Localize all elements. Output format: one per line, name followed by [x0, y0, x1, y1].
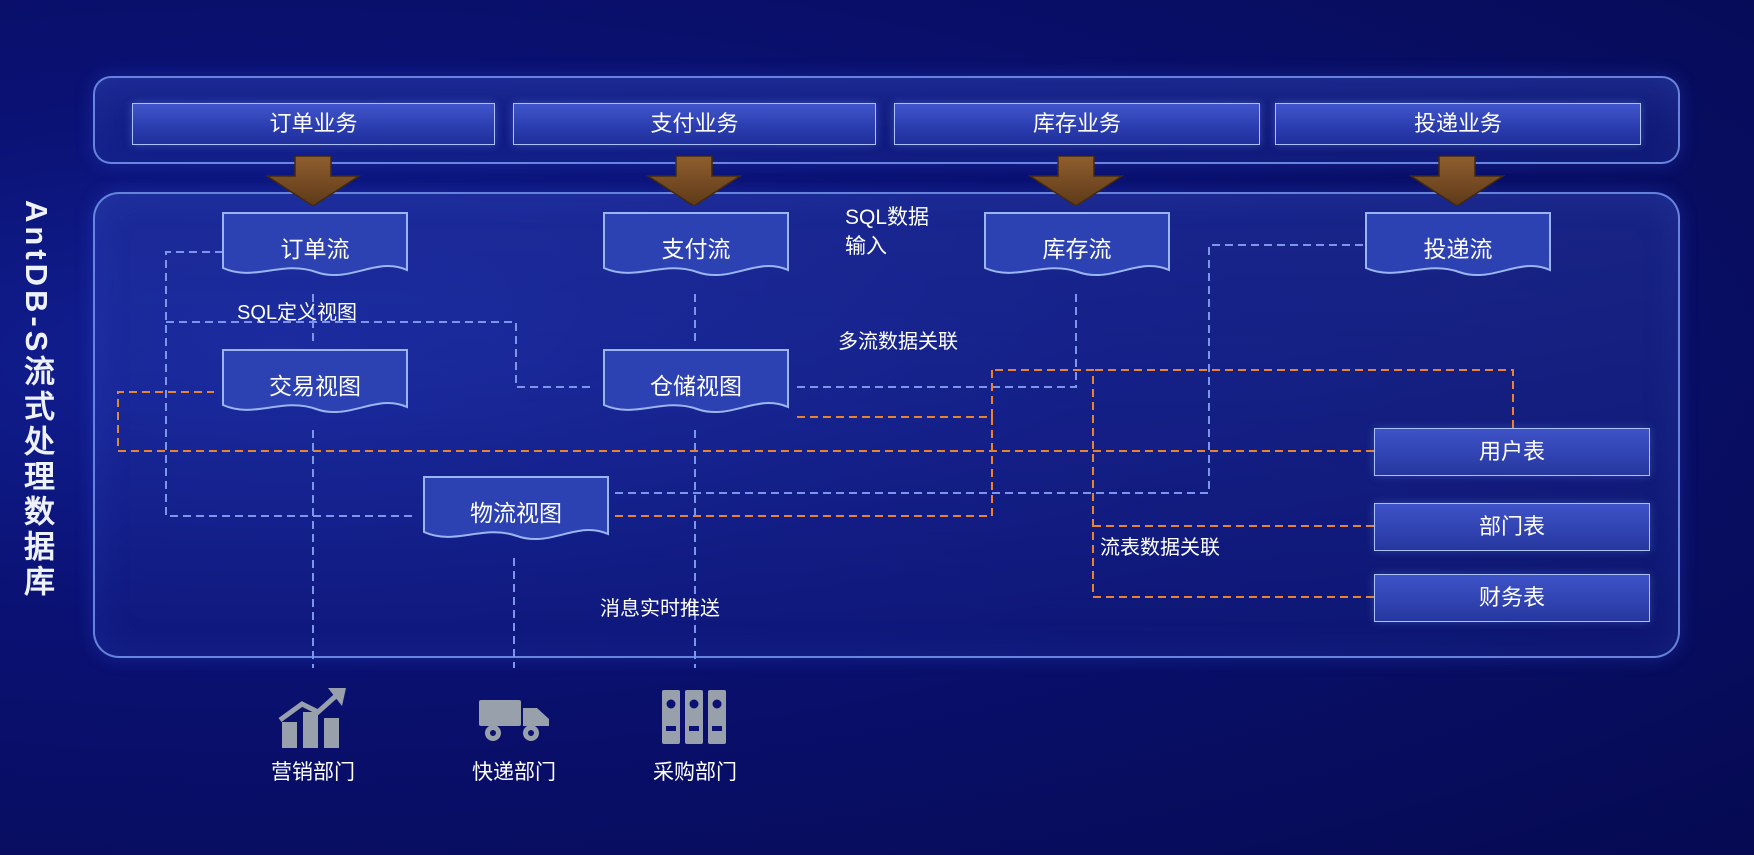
label-message-push: 消息实时推送	[600, 598, 720, 620]
stream-doc-label: 投递流	[1423, 236, 1493, 262]
stream-doc-label: 库存流	[1042, 236, 1112, 262]
stream-doc-label: 订单流	[280, 236, 350, 262]
view-doc-label: 仓储视图	[650, 373, 742, 399]
business-box-payment: 支付业务	[513, 103, 876, 145]
department-label-express: 快递部门	[472, 761, 556, 784]
down-arrow-icon	[1408, 156, 1506, 206]
stream-doc-payment: 支付流	[601, 210, 791, 298]
down-arrow-icon	[645, 156, 743, 206]
diagram-title: AntDB-S流式处理数据库	[19, 200, 54, 601]
document-shape-icon	[1365, 212, 1551, 277]
table-box-user: 用户表	[1374, 428, 1650, 476]
down-arrow-icon	[1027, 156, 1125, 206]
stream-doc-order: 订单流	[220, 210, 410, 298]
down-arrow-icon	[264, 156, 362, 206]
label-stream-table-join: 流表数据关联	[1100, 537, 1220, 559]
stream-doc-inventory: 库存流	[982, 210, 1172, 298]
chart-up-icon	[278, 688, 346, 748]
stream-doc-label: 支付流	[661, 236, 731, 262]
view-doc-label: 交易视图	[269, 373, 361, 399]
view-doc-warehouse: 仓储视图	[601, 347, 791, 435]
view-doc-logistics: 物流视图	[421, 474, 611, 562]
document-shape-icon	[423, 476, 609, 541]
table-box-finance: 财务表	[1374, 574, 1650, 622]
stream-doc-delivery: 投递流	[1363, 210, 1553, 298]
department-label-purchasing: 采购部门	[653, 761, 737, 784]
view-doc-label: 物流视图	[470, 500, 562, 526]
label-sql-input: SQL数据输入	[845, 206, 930, 258]
business-box-delivery: 投递业务	[1275, 103, 1641, 145]
department-label-marketing: 营销部门	[271, 761, 355, 784]
label-multi-stream-join: 多流数据关联	[838, 331, 958, 353]
truck-icon	[479, 700, 549, 741]
view-doc-trade: 交易视图	[220, 347, 410, 435]
binders-icon	[662, 690, 726, 744]
business-box-order: 订单业务	[132, 103, 495, 145]
label-sql-define-view: SQL定义视图	[237, 302, 358, 324]
business-box-inventory: 库存业务	[894, 103, 1260, 145]
table-box-department: 部门表	[1374, 503, 1650, 551]
